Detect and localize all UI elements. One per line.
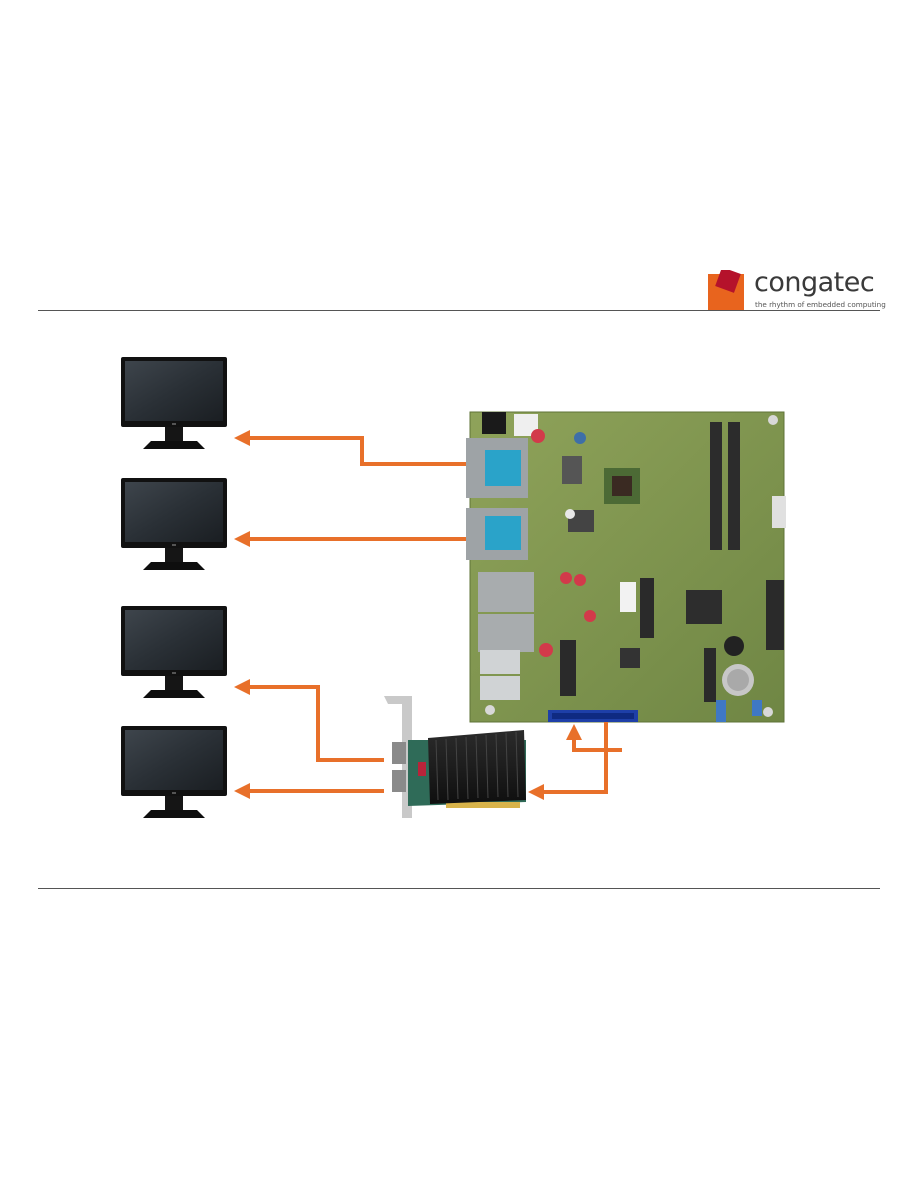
arrow-to-monitor-3 bbox=[248, 687, 384, 760]
monitor-4 bbox=[121, 726, 227, 818]
motherboard-icon bbox=[466, 412, 786, 722]
arrow-to-monitor-1 bbox=[248, 438, 466, 464]
monitor-3 bbox=[121, 606, 227, 698]
monitor-2 bbox=[121, 478, 227, 570]
monitor-1 bbox=[121, 357, 227, 449]
